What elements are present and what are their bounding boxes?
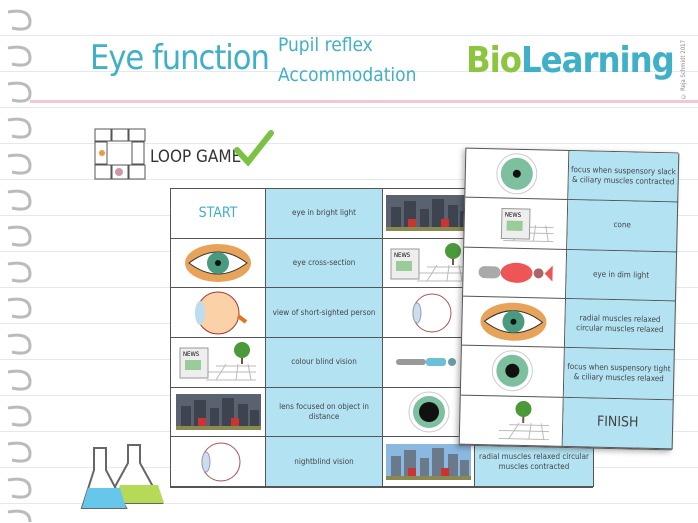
svg-text:NEWS: NEWS: [505, 212, 522, 219]
card-image-city-icon: [383, 189, 475, 239]
card-text: lens focused on object in distance: [266, 387, 383, 438]
biolearning-logo: BioLearning: [466, 40, 675, 81]
svg-text:NEWS: NEWS: [394, 252, 411, 259]
card-image-tree-icon: [459, 395, 564, 447]
card-text: view of short-sighted person: [266, 288, 383, 338]
finish-label: FINISH: [562, 397, 674, 450]
card-image-eye-outline-icon: [171, 437, 266, 487]
checkmark-icon: [234, 130, 274, 166]
card-text: focus when suspensory tight & ciliary mu…: [563, 348, 675, 401]
card-image-eye-front-icon: [461, 296, 567, 349]
card-image-city-color-icon: [383, 437, 475, 487]
card-image-eye-outline-icon: [383, 288, 475, 338]
card-image-pupil-small-icon: [465, 148, 570, 201]
subtitle-accommodation: Accommodation: [278, 64, 417, 86]
card-text: radial muscles relaxed circular muscles …: [564, 298, 676, 351]
card-image-start: START: [171, 189, 266, 239]
card-text: eye in dim light: [566, 249, 678, 302]
card-image-newspaper-tree-icon: NEWS: [383, 238, 475, 289]
notebook-spiral: [7, 9, 32, 523]
card-text: colour blind vision: [266, 338, 383, 388]
flasks-icon: [80, 444, 164, 509]
card-image-eye-front-icon: [171, 238, 266, 289]
card-image-pupil-medium-icon: [460, 345, 565, 398]
header-divider: [30, 100, 698, 103]
card-image-cone-cell-icon: [463, 247, 568, 299]
loop-game-cards-icon: [94, 128, 146, 180]
start-label: START: [198, 204, 238, 221]
copyright: © Reja Schmidt 2017: [680, 40, 687, 100]
page-title: Eye function: [90, 38, 270, 78]
card-image-rod-cell-icon: [383, 338, 475, 388]
card-image-newspaper-icon: NEWS: [464, 197, 569, 250]
card-text: cone: [567, 200, 679, 253]
card-image-pupil-large-icon: [383, 387, 475, 438]
card-image-eye-section-icon: [171, 288, 266, 338]
svg-text:NEWS: NEWS: [183, 351, 200, 358]
card-text: eye cross-section: [266, 238, 383, 289]
front-loop-card: focus when suspensory slack & ciliary mu…: [458, 147, 680, 451]
card-image-city-icon: [171, 387, 266, 438]
card-text: focus when suspensory slack & ciliary mu…: [568, 150, 680, 203]
card-text: eye in bright light: [266, 189, 383, 239]
card-image-newspaper-tree-icon: NEWS: [171, 338, 266, 388]
card-text: nightblind vision: [266, 437, 383, 487]
subtitle-pupil-reflex: Pupil reflex: [278, 34, 373, 56]
loop-game-label: LOOP GAME: [150, 147, 242, 167]
